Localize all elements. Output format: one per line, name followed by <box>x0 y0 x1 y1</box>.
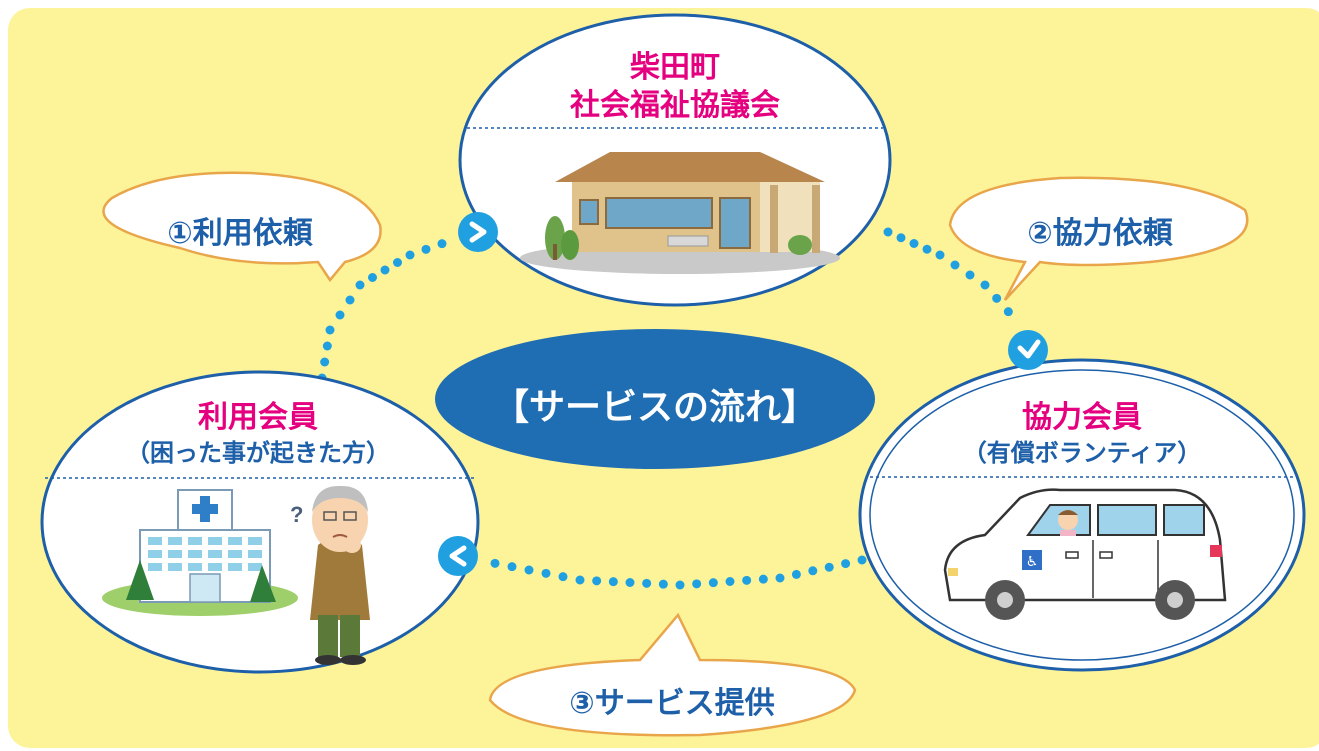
flow-dot <box>490 558 500 568</box>
hospital-window <box>188 537 202 545</box>
svg-text:♿: ♿ <box>1026 554 1039 570</box>
hospital-window <box>168 537 182 545</box>
flow-dot <box>791 569 801 579</box>
flow-dot <box>808 566 818 576</box>
flow-dot <box>841 559 851 569</box>
flow-dot <box>922 244 932 254</box>
helper-member-subtitle: （有償ボランティア） <box>962 439 1202 467</box>
hospital-window <box>148 550 162 558</box>
welfare-office-building-icon <box>520 152 840 274</box>
flow-dot <box>524 565 534 575</box>
flow-dot <box>725 577 735 586</box>
flow-dot <box>380 265 390 275</box>
hospital-window <box>148 537 162 545</box>
step3-label: ③サービス提供 <box>569 686 775 721</box>
flow-dot <box>992 293 1002 303</box>
step3-callout <box>488 612 857 737</box>
user-member-subtitle: （困った事が起きた方） <box>126 439 390 467</box>
flow-dot <box>608 577 618 587</box>
flow-dot <box>708 578 718 588</box>
flow-dot <box>758 574 768 584</box>
flow-dot <box>322 341 332 351</box>
flow-dot <box>742 575 752 585</box>
flow-dot <box>1003 307 1013 317</box>
flow-dot <box>592 576 602 586</box>
hospital-window <box>248 563 262 571</box>
step1-label: ①利用依頼 <box>167 216 313 251</box>
title-oval <box>435 329 875 469</box>
flow-dot <box>575 575 585 585</box>
flow-dot <box>642 578 652 588</box>
flow-dot <box>345 295 355 305</box>
hospital-window <box>208 563 222 571</box>
flow-dot <box>824 562 834 572</box>
flow-dot <box>692 579 702 589</box>
confused-elderly-man-icon: ? <box>290 485 370 665</box>
flow-dot <box>405 250 415 260</box>
svg-text:?: ? <box>290 502 303 527</box>
flow-dot <box>421 244 431 254</box>
chevron-down-icon <box>1008 330 1048 370</box>
council-name-line2: 社会福祉協議会 <box>570 88 780 123</box>
flow-dot <box>857 555 867 565</box>
flow-dot <box>507 562 517 572</box>
hospital-window <box>148 563 162 571</box>
flow-dot <box>335 310 345 320</box>
hospital-window <box>228 537 242 545</box>
step2-callout <box>948 176 1249 301</box>
diagram-title: 【サービスの流れ】 <box>492 387 818 428</box>
flow-dot <box>658 579 668 589</box>
flow-dot <box>896 233 906 243</box>
hospital-window <box>228 550 242 558</box>
hospital-window <box>248 537 262 545</box>
hospital-window <box>248 550 262 558</box>
flow-dot <box>437 239 447 249</box>
flow-dot <box>965 270 975 280</box>
hospital-window <box>208 550 222 558</box>
hospital-window <box>168 563 182 571</box>
chevron-right-icon <box>458 212 498 252</box>
flow-dot <box>935 250 945 260</box>
flow-dot <box>355 280 365 290</box>
wheelchair-van-icon: ♿ <box>943 488 1227 620</box>
flow-dot <box>950 260 960 270</box>
hospital-window <box>168 550 182 558</box>
step1-callout <box>102 171 382 283</box>
flow-dot <box>883 227 893 237</box>
flow-dot <box>393 258 402 267</box>
flow-dot <box>980 280 990 290</box>
flow-dot <box>625 578 635 587</box>
hospital-window <box>228 563 242 571</box>
wheelchair-symbol-icon: ♿ <box>1022 550 1042 570</box>
helper-member-title: 協力会員 <box>1022 400 1142 435</box>
hospital-window <box>208 537 222 545</box>
hospital-icon <box>102 489 298 616</box>
flow-dot <box>558 572 568 582</box>
flow-dot <box>675 580 685 590</box>
flow-dot <box>368 273 377 282</box>
hospital-window <box>188 550 202 558</box>
flow-dots <box>317 227 1013 590</box>
flow-dot <box>775 573 785 583</box>
council-name-line1: 柴田町 <box>630 50 720 85</box>
flow-dot <box>541 568 551 578</box>
flow-dot <box>325 325 335 335</box>
flow-dot <box>320 357 330 367</box>
chevron-left-icon <box>438 536 478 576</box>
flow-dot <box>909 239 919 248</box>
hospital-window <box>188 563 202 571</box>
user-member-title: 利用会員 <box>198 400 318 435</box>
step2-label: ②協力依頼 <box>1027 216 1173 251</box>
